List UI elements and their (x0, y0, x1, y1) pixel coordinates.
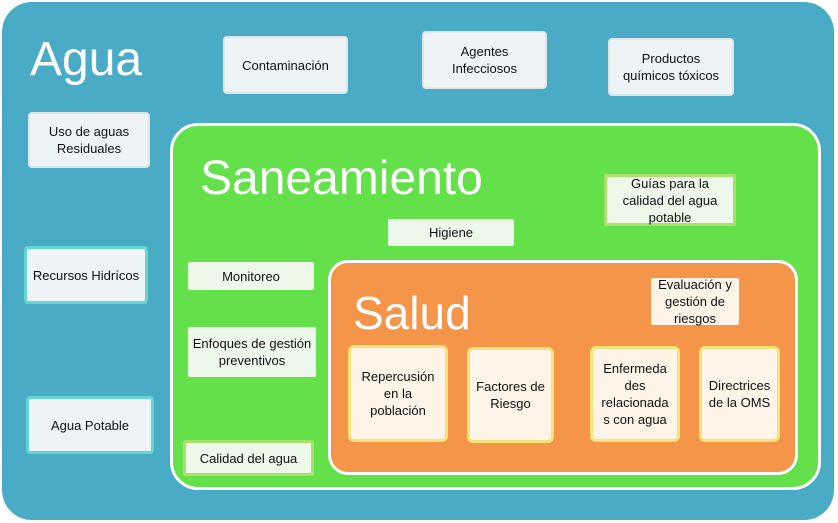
recursos-hidricos-box: Recursos Hidrícos (24, 246, 148, 304)
enfermedades-agua-box: Enfermeda des relacionada s con agua (590, 346, 680, 442)
evaluacion-riesgos-box: Evaluación y gestión de riesgos (651, 277, 739, 326)
enfoques-gestion-box: Enfoques de gestión preventivos (188, 327, 316, 377)
factores-riesgo-box: Factores de Riesgo (467, 347, 554, 443)
productos-quimicos-box: Productos químicos tóxicos (608, 38, 734, 96)
agua-title: Agua (30, 33, 143, 86)
repercusion-poblacion-box: Repercusión en la población (348, 345, 448, 442)
directrices-oms-box: Directrices de la OMS (699, 346, 780, 442)
monitoreo-box: Monitoreo (188, 262, 314, 290)
agua-potable-box: Agua Potable (26, 396, 154, 454)
saneamiento-title: Saneamiento (200, 152, 483, 205)
salud-title: Salud (353, 287, 471, 339)
agentes-infecciosos-box: Agentes Infecciosos (422, 31, 547, 89)
contaminacion-box: Contaminación (223, 36, 348, 94)
higiene-box: Higiene (388, 219, 514, 246)
guias-calidad-box: Guías para la calidad del agua potable (604, 174, 736, 226)
uso-aguas-residuales-box: Uso de aguas Residuales (28, 112, 150, 168)
calidad-agua-box: Calidad del agua (183, 440, 314, 476)
